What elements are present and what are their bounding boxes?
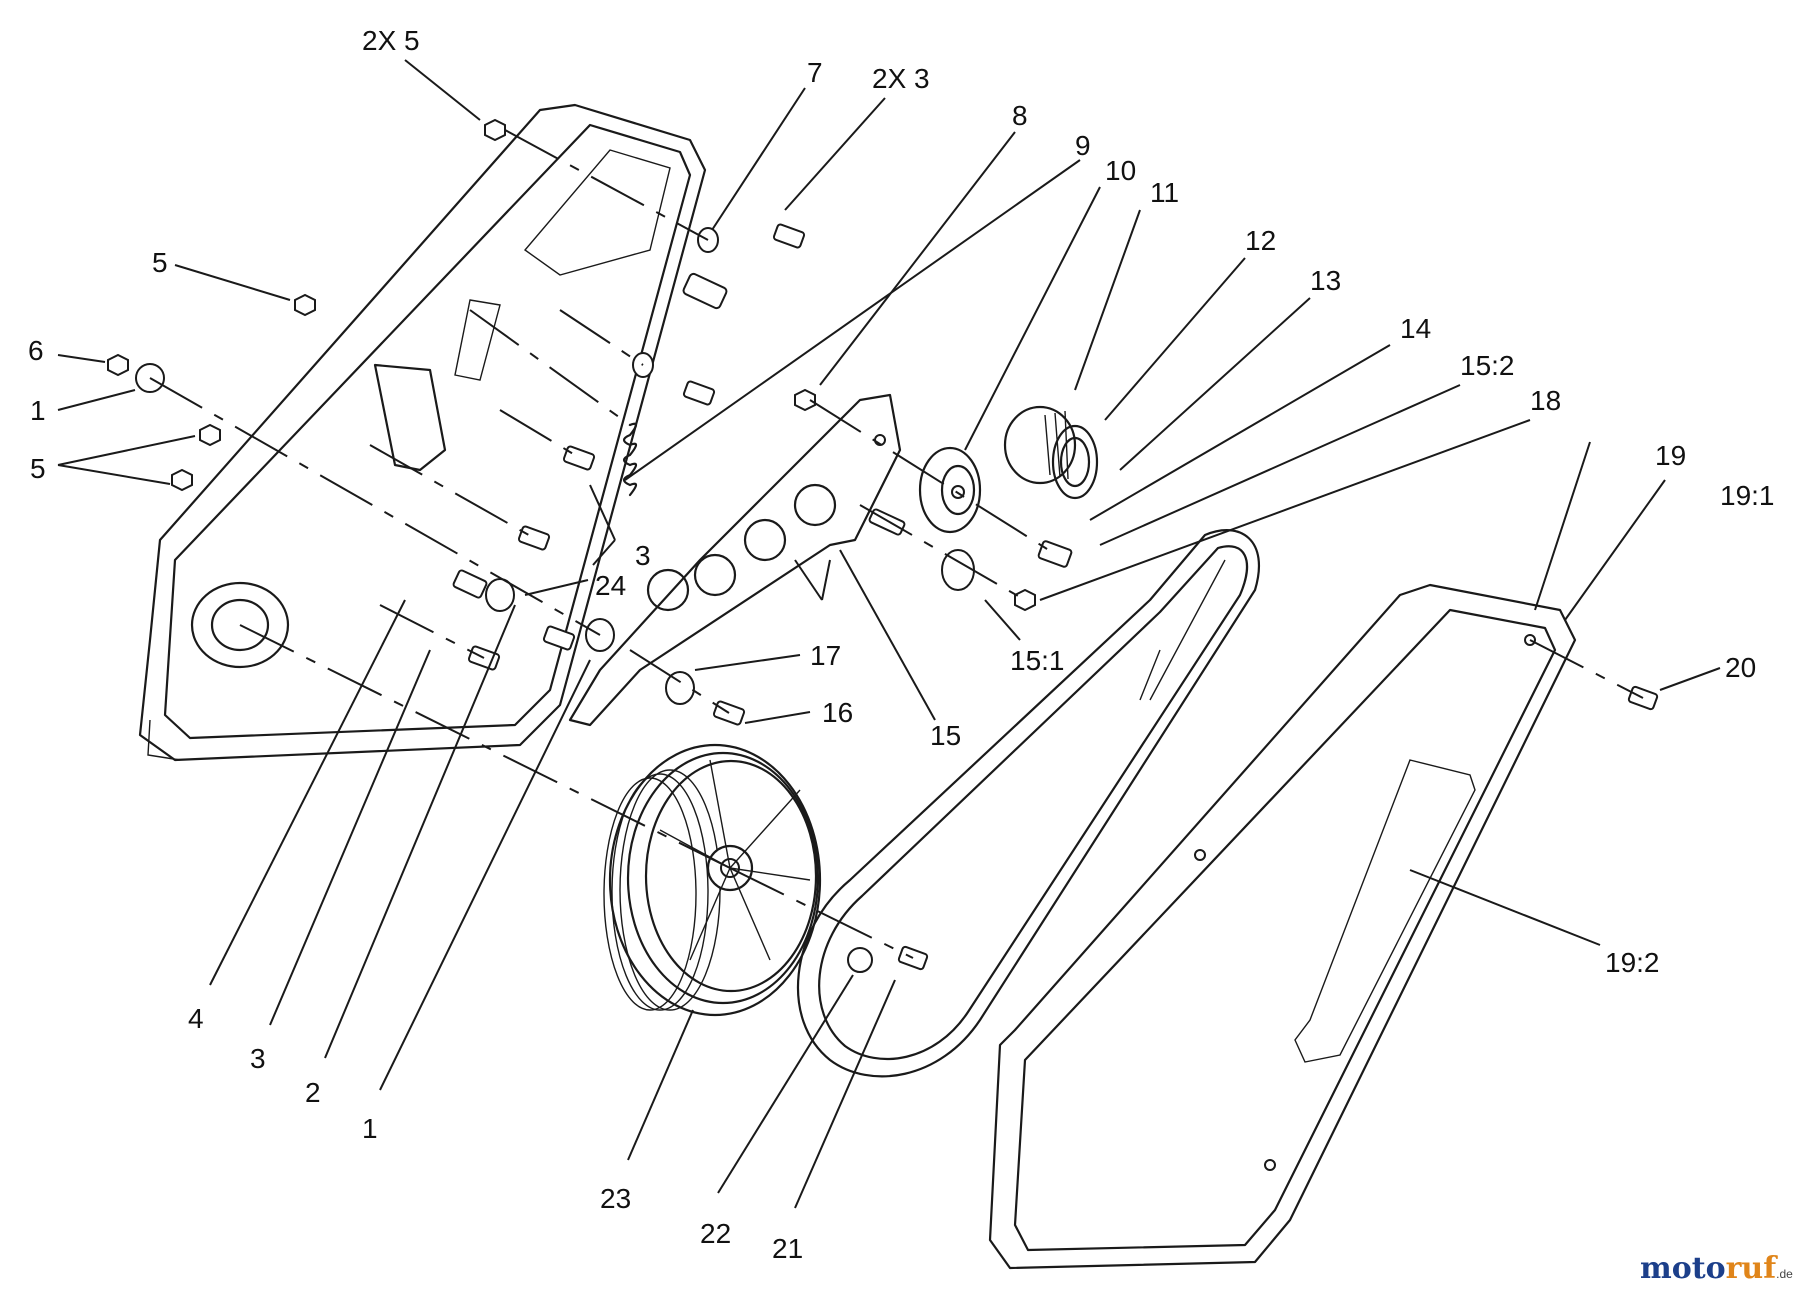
callout-21: 21 — [772, 1233, 803, 1264]
svg-text:motoruf.de: motoruf.de — [1640, 1251, 1793, 1286]
callout-2x3: 2X 3 — [872, 63, 930, 94]
callout-4: 4 — [188, 1003, 204, 1034]
watermark-logo: motoruf.de — [1640, 1251, 1793, 1286]
callout-9: 9 — [1075, 130, 1091, 161]
assembly-axes — [149, 129, 1644, 959]
callout-10: 10 — [1105, 155, 1136, 186]
callout-1-bottom: 1 — [362, 1113, 378, 1144]
callout-23: 23 — [600, 1183, 631, 1214]
callout-7: 7 — [807, 57, 823, 88]
idler-pulley — [918, 446, 982, 534]
callout-14: 14 — [1400, 313, 1431, 344]
callout-20: 20 — [1725, 652, 1756, 683]
drive-pulley — [603, 743, 822, 1017]
callout-6: 6 — [28, 335, 44, 366]
watermark-part2: ruf — [1726, 1251, 1779, 1286]
callout-15: 15 — [930, 720, 961, 751]
callout-18: 18 — [1530, 385, 1561, 416]
callout-19-1: 19:1 — [1720, 480, 1775, 511]
callout-2x5-top: 2X 5 — [362, 25, 420, 56]
callout-3-middle: 3 — [635, 540, 651, 571]
v-belt — [796, 529, 1261, 1078]
watermark-part1: moto — [1640, 1251, 1726, 1286]
tension-spring — [622, 422, 638, 497]
callout-13: 13 — [1310, 265, 1341, 296]
callout-1-left: 1 — [30, 395, 46, 426]
callout-2: 2 — [305, 1077, 321, 1108]
callout-5-upper: 5 — [152, 247, 168, 278]
spring-hub — [1003, 405, 1099, 500]
outer-belt-cover — [988, 583, 1577, 1270]
callout-12: 12 — [1245, 225, 1276, 256]
hardware — [107, 118, 1659, 973]
watermark-suffix: .de — [1776, 1267, 1793, 1281]
callout-22: 22 — [700, 1218, 731, 1249]
callout-19: 19 — [1655, 440, 1686, 471]
callout-24: 24 — [595, 570, 626, 601]
callout-17: 17 — [810, 640, 841, 671]
callout-15-2: 15:2 — [1460, 350, 1515, 381]
callout-19-2: 19:2 — [1605, 947, 1660, 978]
inner-belt-housing — [138, 103, 707, 762]
callout-5-left: 5 — [30, 453, 46, 484]
callout-11: 11 — [1150, 177, 1179, 208]
leader-lines — [57, 59, 1721, 1209]
callout-15-1: 15:1 — [1010, 645, 1065, 676]
callout-labels: 2X 5 7 2X 3 8 9 10 11 12 13 14 15:2 18 5… — [28, 25, 1775, 1264]
callout-8: 8 — [1012, 100, 1028, 131]
callout-3-bottom: 3 — [250, 1043, 266, 1074]
callout-16: 16 — [822, 697, 853, 728]
idler-arm-bracket — [568, 393, 902, 727]
